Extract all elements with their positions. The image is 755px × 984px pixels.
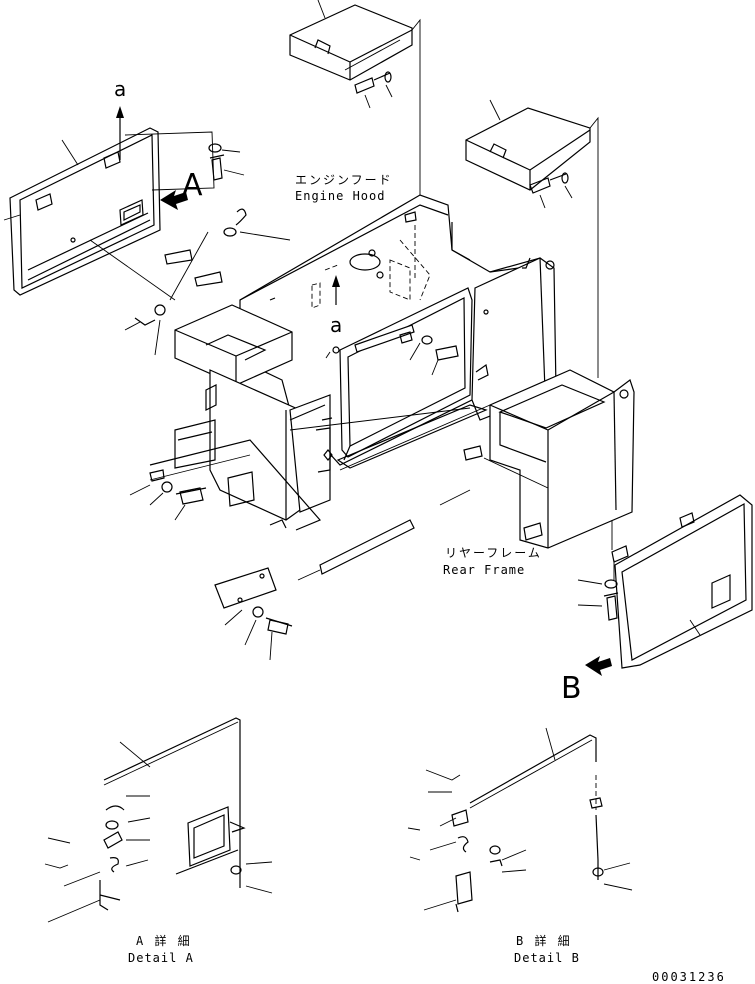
right-door-part bbox=[577, 494, 753, 676]
ref-a-mid-label: a bbox=[330, 313, 342, 337]
left-lower-hardware bbox=[129, 469, 207, 521]
engine-hood-en-label: Engine Hood bbox=[295, 189, 385, 203]
view-b-label: B bbox=[561, 671, 582, 706]
hinge-hardware-a bbox=[89, 143, 291, 356]
engine-hood-jp-label: エンジンフード bbox=[295, 173, 393, 187]
detail-b-jp-label: B 詳 細 bbox=[516, 933, 572, 948]
detail-a-jp-label: A 詳 細 bbox=[136, 933, 192, 948]
drawing-code-label: 00031236 bbox=[652, 970, 726, 984]
rear-toolbox bbox=[463, 369, 635, 549]
detail-a-drawing bbox=[44, 717, 273, 923]
detail-b-en-label: Detail B bbox=[514, 951, 580, 965]
bottom-plate-hardware bbox=[214, 489, 471, 661]
rear-frame-body bbox=[149, 194, 557, 531]
detail-a-en-label: Detail A bbox=[128, 951, 194, 965]
view-a-label: A bbox=[182, 168, 203, 203]
rear-frame-jp-label: リヤーフレーム bbox=[445, 546, 542, 560]
detail-b-drawing bbox=[407, 727, 633, 913]
ref-a-top-label: a bbox=[114, 77, 126, 101]
rear-frame-en-label: Rear Frame bbox=[443, 563, 525, 577]
left-door-part bbox=[3, 106, 215, 296]
right-cover-part bbox=[465, 99, 599, 378]
